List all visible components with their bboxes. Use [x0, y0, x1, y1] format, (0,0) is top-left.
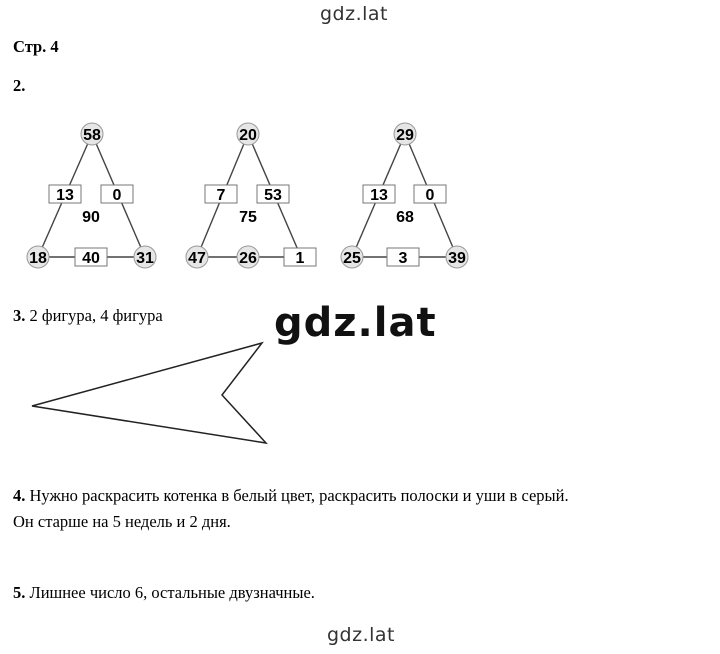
triangle-2-bottom-left-number: 47	[188, 250, 206, 267]
triangle-1-right-number: 0	[113, 187, 122, 204]
triangle-2-center-number: 75	[239, 209, 257, 226]
triangle-1-bottom-middle-number: 40	[82, 250, 100, 267]
triangle-2-top-circle	[236, 122, 260, 146]
triangle-1-bottom-right-number: 31	[136, 250, 154, 267]
triangle-2-bottom-middle-circle	[236, 245, 260, 269]
triangle-1-left-number: 13	[56, 187, 74, 204]
triangle-1: 58 13 0 90 18 40 31	[26, 122, 157, 269]
arrow-figure	[31, 341, 269, 445]
triangle-1-bottom-box	[74, 247, 108, 267]
triangle-2: 20 7 53 75 47 26 1	[185, 122, 317, 269]
triangle-3-top-number: 29	[396, 127, 414, 144]
triangle-1-bottom-left-circle	[26, 245, 50, 269]
triangle-3-right-box	[413, 184, 447, 204]
triangle-1-top-circle	[80, 122, 104, 146]
page-heading: Стр. 4	[13, 37, 59, 56]
triangle-2-bottom-right-number: 1	[296, 250, 305, 267]
task-4-line-1: 4. Нужно раскрасить котенка в белый цвет…	[13, 486, 569, 506]
triangle-2-bottom-right-box	[283, 247, 317, 267]
triangle-3-bottom-box	[386, 247, 420, 267]
triangle-3-bottom-right-circle	[445, 245, 469, 269]
triangle-1-left-box	[48, 184, 82, 204]
triangle-3-bottom-right-number: 39	[448, 250, 466, 267]
triangle-2-right-box	[256, 184, 290, 204]
number-triangles-diagram: 58 13 0 90 18 40 31 20 7 53 75 47 26 1	[26, 122, 469, 269]
triangle-1-bottom-left-number: 18	[29, 250, 47, 267]
triangle-2-left-number: 7	[217, 187, 226, 204]
task-4-text-line-2: Он старше на 5 недель и 2 дня.	[13, 512, 231, 531]
task-3: 3. 2 фигура, 4 фигура	[13, 306, 163, 326]
task-3-answer: 2 фигура, 4 фигура	[29, 306, 163, 325]
triangle-3-bottom-middle-number: 3	[399, 250, 408, 267]
triangle-3-top-circle	[393, 122, 417, 146]
triangle-2-right-number: 53	[264, 187, 282, 204]
task-5-number: 5.	[13, 583, 26, 602]
triangle-3-left-number: 13	[370, 187, 388, 204]
triangle-1-center-number: 90	[82, 209, 100, 226]
triangle-1-right-box	[100, 184, 134, 204]
triangle-2-top-number: 20	[239, 127, 257, 144]
task-5: 5. Лишнее число 6, остальные двузначные.	[13, 583, 315, 603]
triangle-3-bottom-left-number: 25	[343, 250, 361, 267]
task-4-number: 4.	[13, 486, 26, 505]
task-5-answer: Лишнее число 6, остальные двузначные.	[29, 583, 315, 602]
triangle-2-bottom-left-circle	[185, 245, 209, 269]
triangle-2-left-box	[204, 184, 238, 204]
triangle-3-bottom-left-circle	[340, 245, 364, 269]
task-2-number: 2.	[13, 76, 26, 95]
triangle-1-top-number: 58	[83, 127, 101, 144]
task-3-number: 3.	[13, 306, 26, 325]
watermark-top: gdz.lat	[320, 3, 389, 25]
triangle-1-bottom-right-circle	[133, 245, 157, 269]
triangle-3-left-box	[362, 184, 396, 204]
triangle-3: 29 13 0 68 25 3 39	[340, 122, 469, 269]
watermark-large: gdz.lat	[274, 300, 437, 346]
task-4-text-line-1: Нужно раскрасить котенка в белый цвет, р…	[29, 486, 569, 505]
triangle-3-center-number: 68	[396, 209, 414, 226]
triangle-3-right-number: 0	[426, 187, 435, 204]
triangle-2-bottom-middle-number: 26	[239, 250, 257, 267]
watermark-bottom: gdz.lat	[327, 624, 396, 646]
